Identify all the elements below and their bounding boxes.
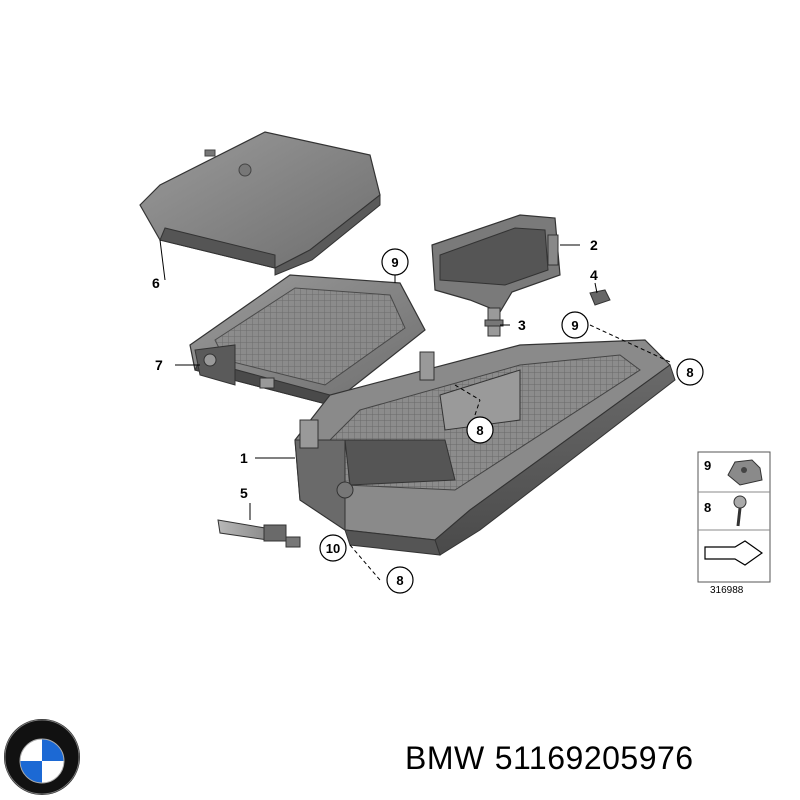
bmw-logo-icon	[4, 719, 80, 795]
circle-9-right	[561, 311, 589, 339]
legend-code: 316988	[710, 585, 744, 596]
legend-9: 9	[704, 458, 711, 473]
part-5-rod	[217, 519, 301, 548]
circle-8-bottom	[386, 566, 414, 594]
circle-10-label: 10	[326, 541, 340, 556]
part-2-side-box	[431, 214, 561, 313]
legend-box: 9 8 316988	[697, 451, 771, 596]
callout-4: 4	[590, 267, 598, 283]
callout-1: 1	[240, 450, 248, 466]
legend-8: 8	[704, 500, 711, 515]
circle-8-mid-label: 8	[476, 423, 483, 438]
part-7-tray	[189, 274, 426, 406]
circle-8-bottom-label: 8	[396, 573, 403, 588]
circle-9-top	[381, 248, 409, 276]
circle-8-right	[676, 358, 704, 386]
leader-lines	[159, 239, 671, 581]
brand-name: BMW	[405, 740, 485, 776]
callout-2: 2	[590, 237, 598, 253]
part-number: 51169205976	[494, 740, 694, 776]
bracket-symbol-icon	[704, 540, 764, 566]
screw-icon	[733, 495, 747, 527]
circle-10	[319, 534, 347, 562]
part-3-clip	[484, 307, 504, 337]
callout-5: 5	[240, 485, 248, 501]
callouts-circled-text: 9 9 8 8 10 8	[326, 255, 694, 588]
callout-6: 6	[152, 275, 160, 291]
callout-7: 7	[155, 357, 163, 373]
nut-icon	[727, 459, 763, 486]
callouts-plain: 6 7 1 5 2 4 3	[152, 237, 598, 501]
part-6-lid	[139, 131, 381, 276]
circle-9-top-label: 9	[391, 255, 398, 270]
circle-8-mid	[466, 416, 494, 444]
callouts-circled	[319, 248, 704, 594]
circle-9-right-label: 9	[571, 318, 578, 333]
callout-3: 3	[518, 317, 526, 333]
circle-8-right-label: 8	[686, 365, 693, 380]
part-4-small-clip	[589, 289, 611, 306]
